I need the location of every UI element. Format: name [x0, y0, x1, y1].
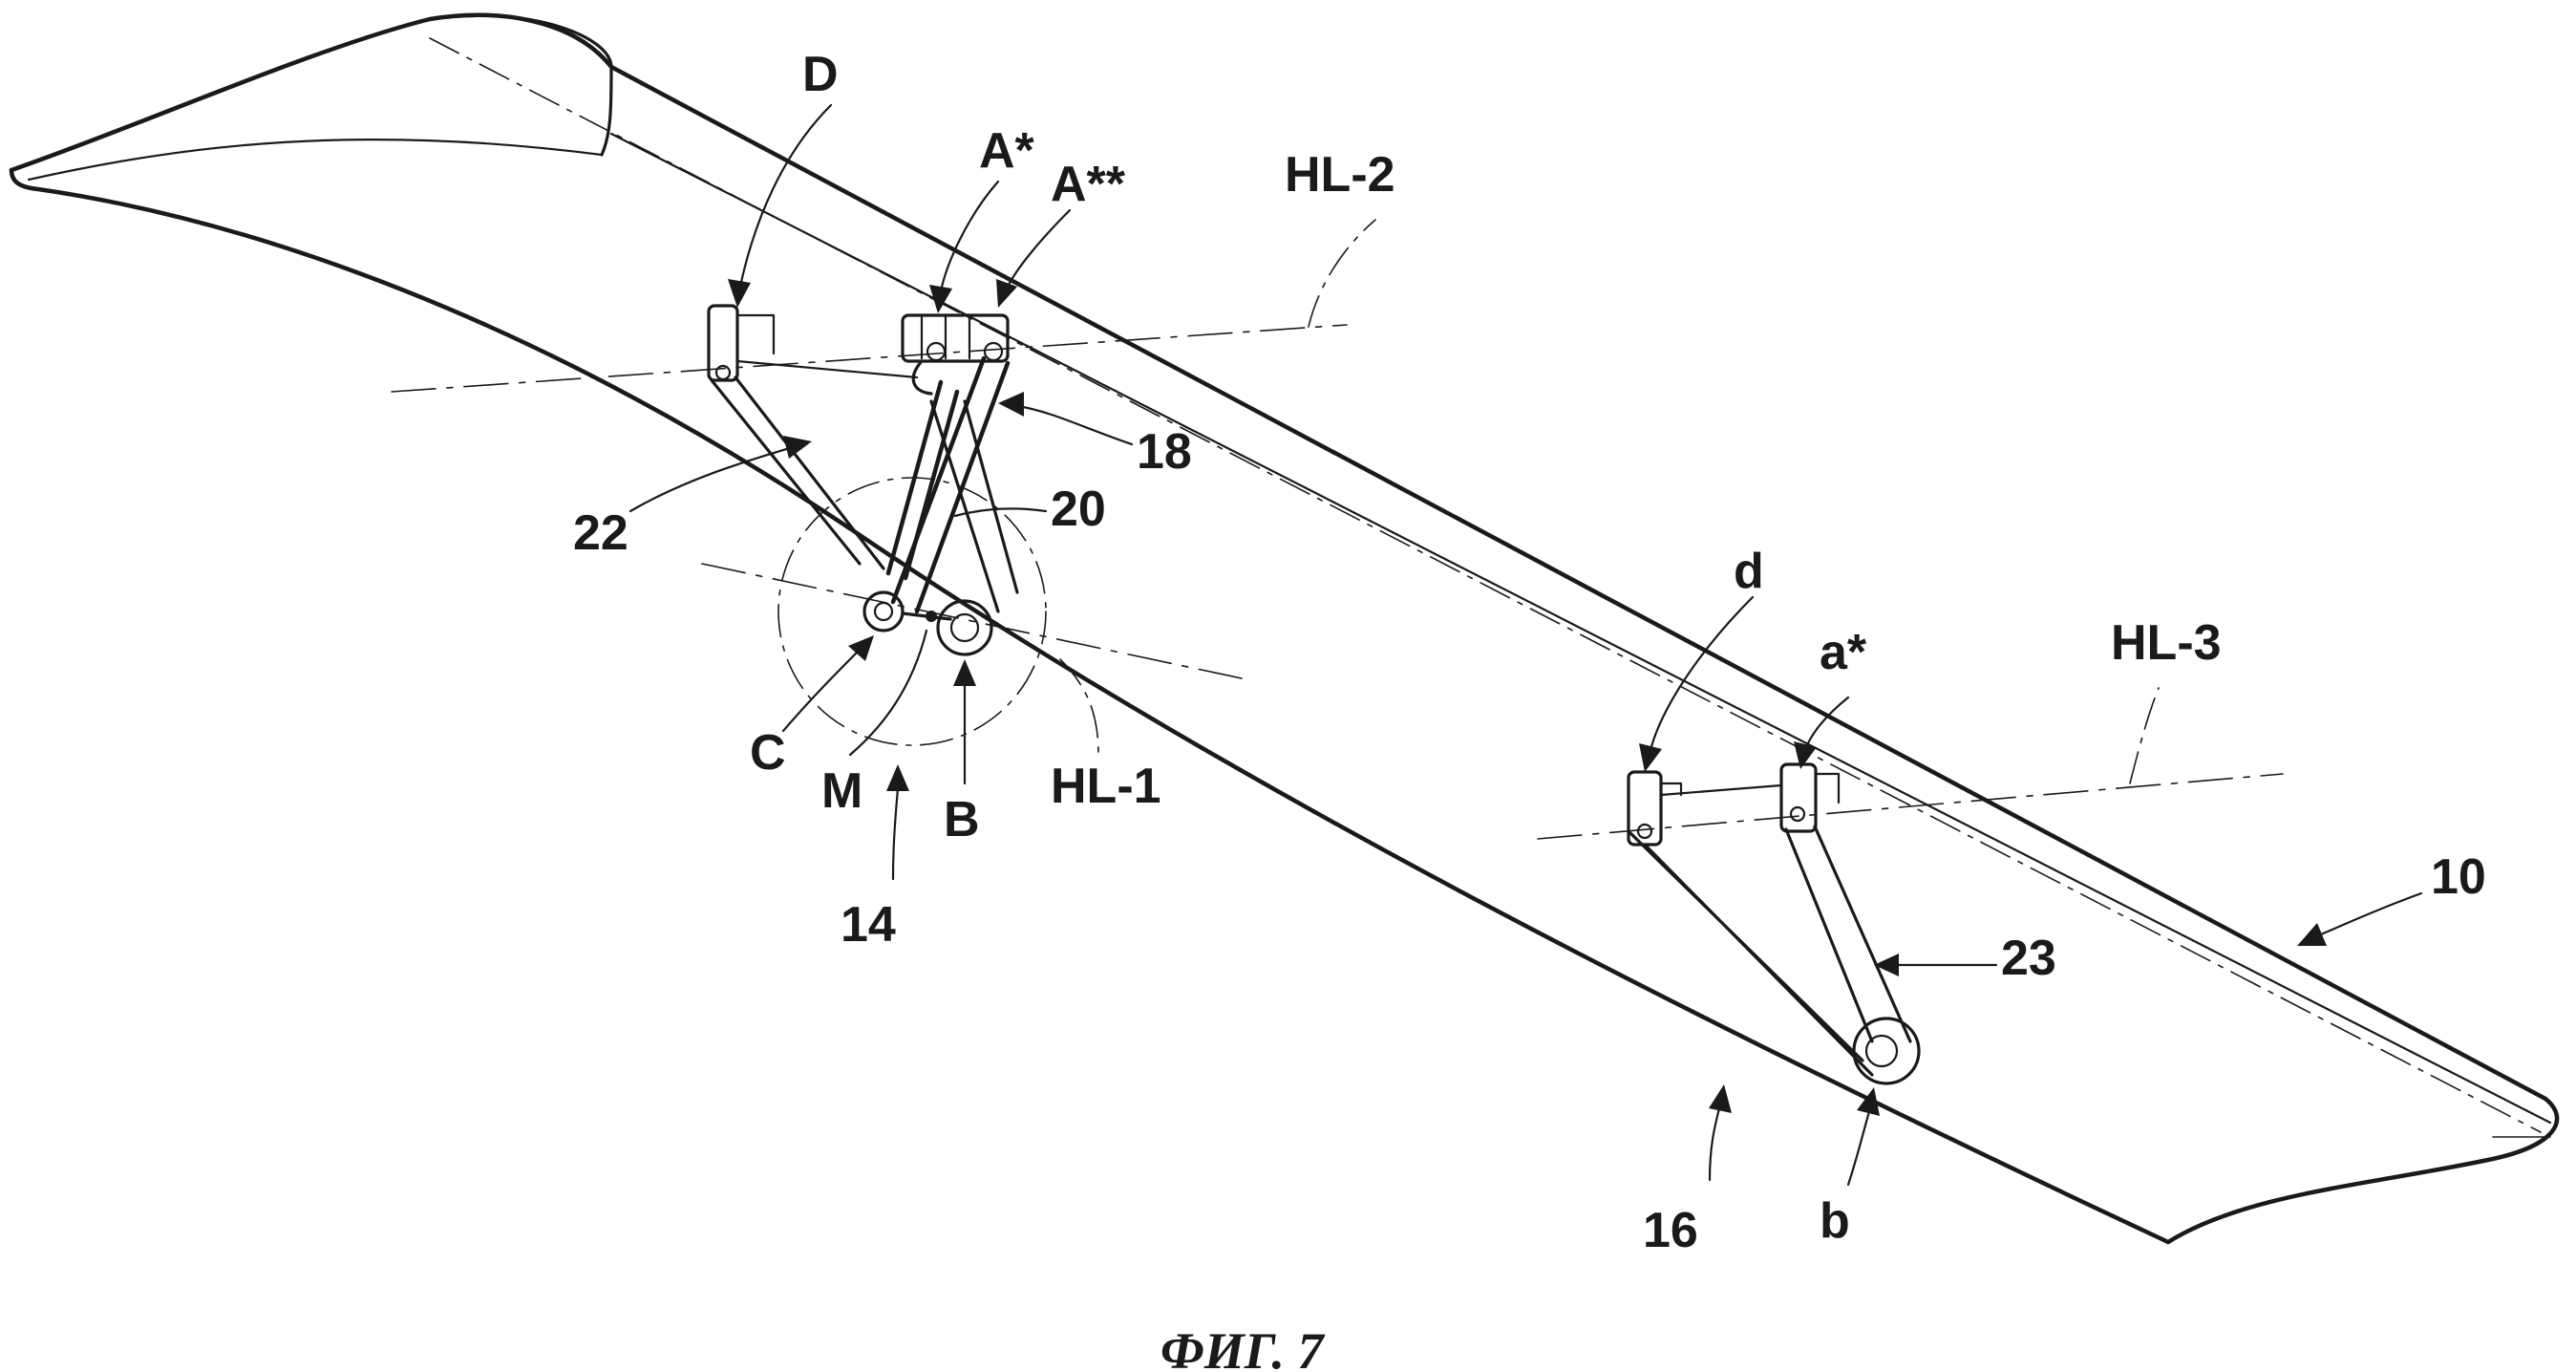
- pivot-b-small-inner: [1864, 1034, 1899, 1068]
- link-b: [929, 399, 1019, 613]
- arrowhead-D: [728, 279, 751, 308]
- leader-22: [628, 445, 795, 513]
- label-a-star: a*: [1820, 625, 1867, 680]
- arrowhead-A-star2: [996, 279, 1017, 308]
- link-d-a-small: [1659, 783, 1783, 797]
- arm-d-b: [1627, 829, 1874, 1077]
- label-b: b: [1820, 1193, 1850, 1249]
- label-d: d: [1734, 544, 1764, 599]
- pivot-d: [714, 364, 732, 381]
- arm-23: [1784, 825, 1912, 1043]
- pivot-a-small: [1789, 805, 1806, 823]
- arrowhead-d: [1639, 743, 1662, 772]
- bracket-d-small-tab: [1659, 782, 1683, 797]
- label-20: 20: [1051, 482, 1106, 537]
- label-HL2: HL-2: [1285, 147, 1395, 203]
- arrowhead-a-star: [1794, 741, 1817, 769]
- pivot-b: [936, 599, 993, 656]
- hl2-leader: [1308, 219, 1376, 328]
- label-A-star2: A**: [1051, 157, 1126, 212]
- pivot-b-link: [901, 611, 952, 621]
- wing-root-fairing-inner: [27, 138, 604, 182]
- hinge-line-hl1: [701, 563, 1243, 679]
- label-18: 18: [1137, 424, 1192, 480]
- hinge-line-hl3: [1537, 773, 2284, 840]
- pivot-c: [862, 590, 905, 632]
- arm-18: [890, 355, 1011, 614]
- leader-14: [891, 786, 900, 881]
- leader-A-star2: [1006, 208, 1072, 289]
- label-B: B: [944, 792, 980, 847]
- arrowhead-16: [1709, 1084, 1732, 1113]
- hinge-line-hl2: [391, 324, 1348, 393]
- arrowhead-14: [886, 764, 909, 791]
- pivot-a-star: [926, 341, 947, 362]
- arrowhead-10: [2297, 923, 2327, 946]
- label-HL1: HL-1: [1051, 759, 1161, 814]
- leader-18: [1015, 404, 1134, 446]
- hinge-lines: [391, 219, 2284, 840]
- rod-20: [885, 379, 960, 581]
- pivot-a-star2: [983, 341, 1004, 362]
- label-C: C: [750, 725, 786, 781]
- label-D: D: [802, 47, 839, 102]
- wing-spar-line-2: [429, 37, 2542, 1133]
- leader-arrows: [628, 103, 2423, 1187]
- figure-caption: ФИГ. 7: [1160, 1322, 1325, 1372]
- leader-M: [848, 629, 928, 757]
- label-HL3: HL-3: [2111, 615, 2222, 671]
- bracket-a: [901, 313, 1010, 363]
- mechanism-right: [1627, 762, 1921, 1085]
- bracket-d-tab: [735, 313, 776, 355]
- arrowhead-18: [998, 392, 1024, 417]
- wing-tip: [2165, 1096, 2560, 1245]
- label-23: 23: [2001, 931, 2056, 986]
- leader-b: [1846, 1106, 1872, 1187]
- mechanism-left: [707, 304, 1019, 656]
- label-A-star: A*: [979, 123, 1035, 179]
- hl1-leader: [1059, 658, 1099, 756]
- leader-16: [1708, 1106, 1721, 1182]
- arrowhead-b: [1857, 1087, 1880, 1116]
- pivot-b-inner: [949, 612, 980, 643]
- hook-a: [911, 359, 933, 396]
- arrowhead-A-star: [929, 285, 952, 313]
- link-d-a: [735, 359, 919, 379]
- arm-22: [710, 375, 885, 570]
- pivot-c-inner: [873, 601, 894, 622]
- label-10: 10: [2431, 849, 2486, 905]
- leader-A-star: [939, 180, 1000, 293]
- bracket-a-small: [1779, 762, 1818, 833]
- wing-upper-edge: [9, 12, 2548, 1102]
- wing-spar-line-1: [609, 132, 2552, 1125]
- leader-d: [1649, 595, 1755, 752]
- reference-labels: D A* A** HL-2 18 20 22 C M B HL-1 14 d a…: [573, 47, 2486, 1258]
- detail-circle: [777, 477, 1047, 746]
- leader-D: [738, 103, 833, 289]
- label-22: 22: [573, 505, 628, 561]
- wing-lower-edge: [9, 167, 2171, 1245]
- arrowhead-C: [848, 635, 874, 661]
- arrowhead-22: [783, 436, 812, 459]
- leader-C: [781, 648, 862, 733]
- label-M: M: [821, 763, 862, 819]
- pivot-b-small: [1852, 1017, 1921, 1085]
- leader-20: [953, 507, 1048, 518]
- bracket-d-small: [1627, 770, 1663, 847]
- leader-10: [2314, 891, 2423, 938]
- arrowhead-B: [953, 659, 976, 686]
- hl3-leader: [2129, 687, 2160, 784]
- label-14: 14: [841, 897, 896, 953]
- pivot-d-small: [1636, 823, 1653, 840]
- arrowhead-23: [1874, 954, 1899, 976]
- label-16: 16: [1643, 1203, 1698, 1258]
- bracket-a-small-tab: [1814, 772, 1841, 804]
- wing-root-fairing: [428, 13, 613, 157]
